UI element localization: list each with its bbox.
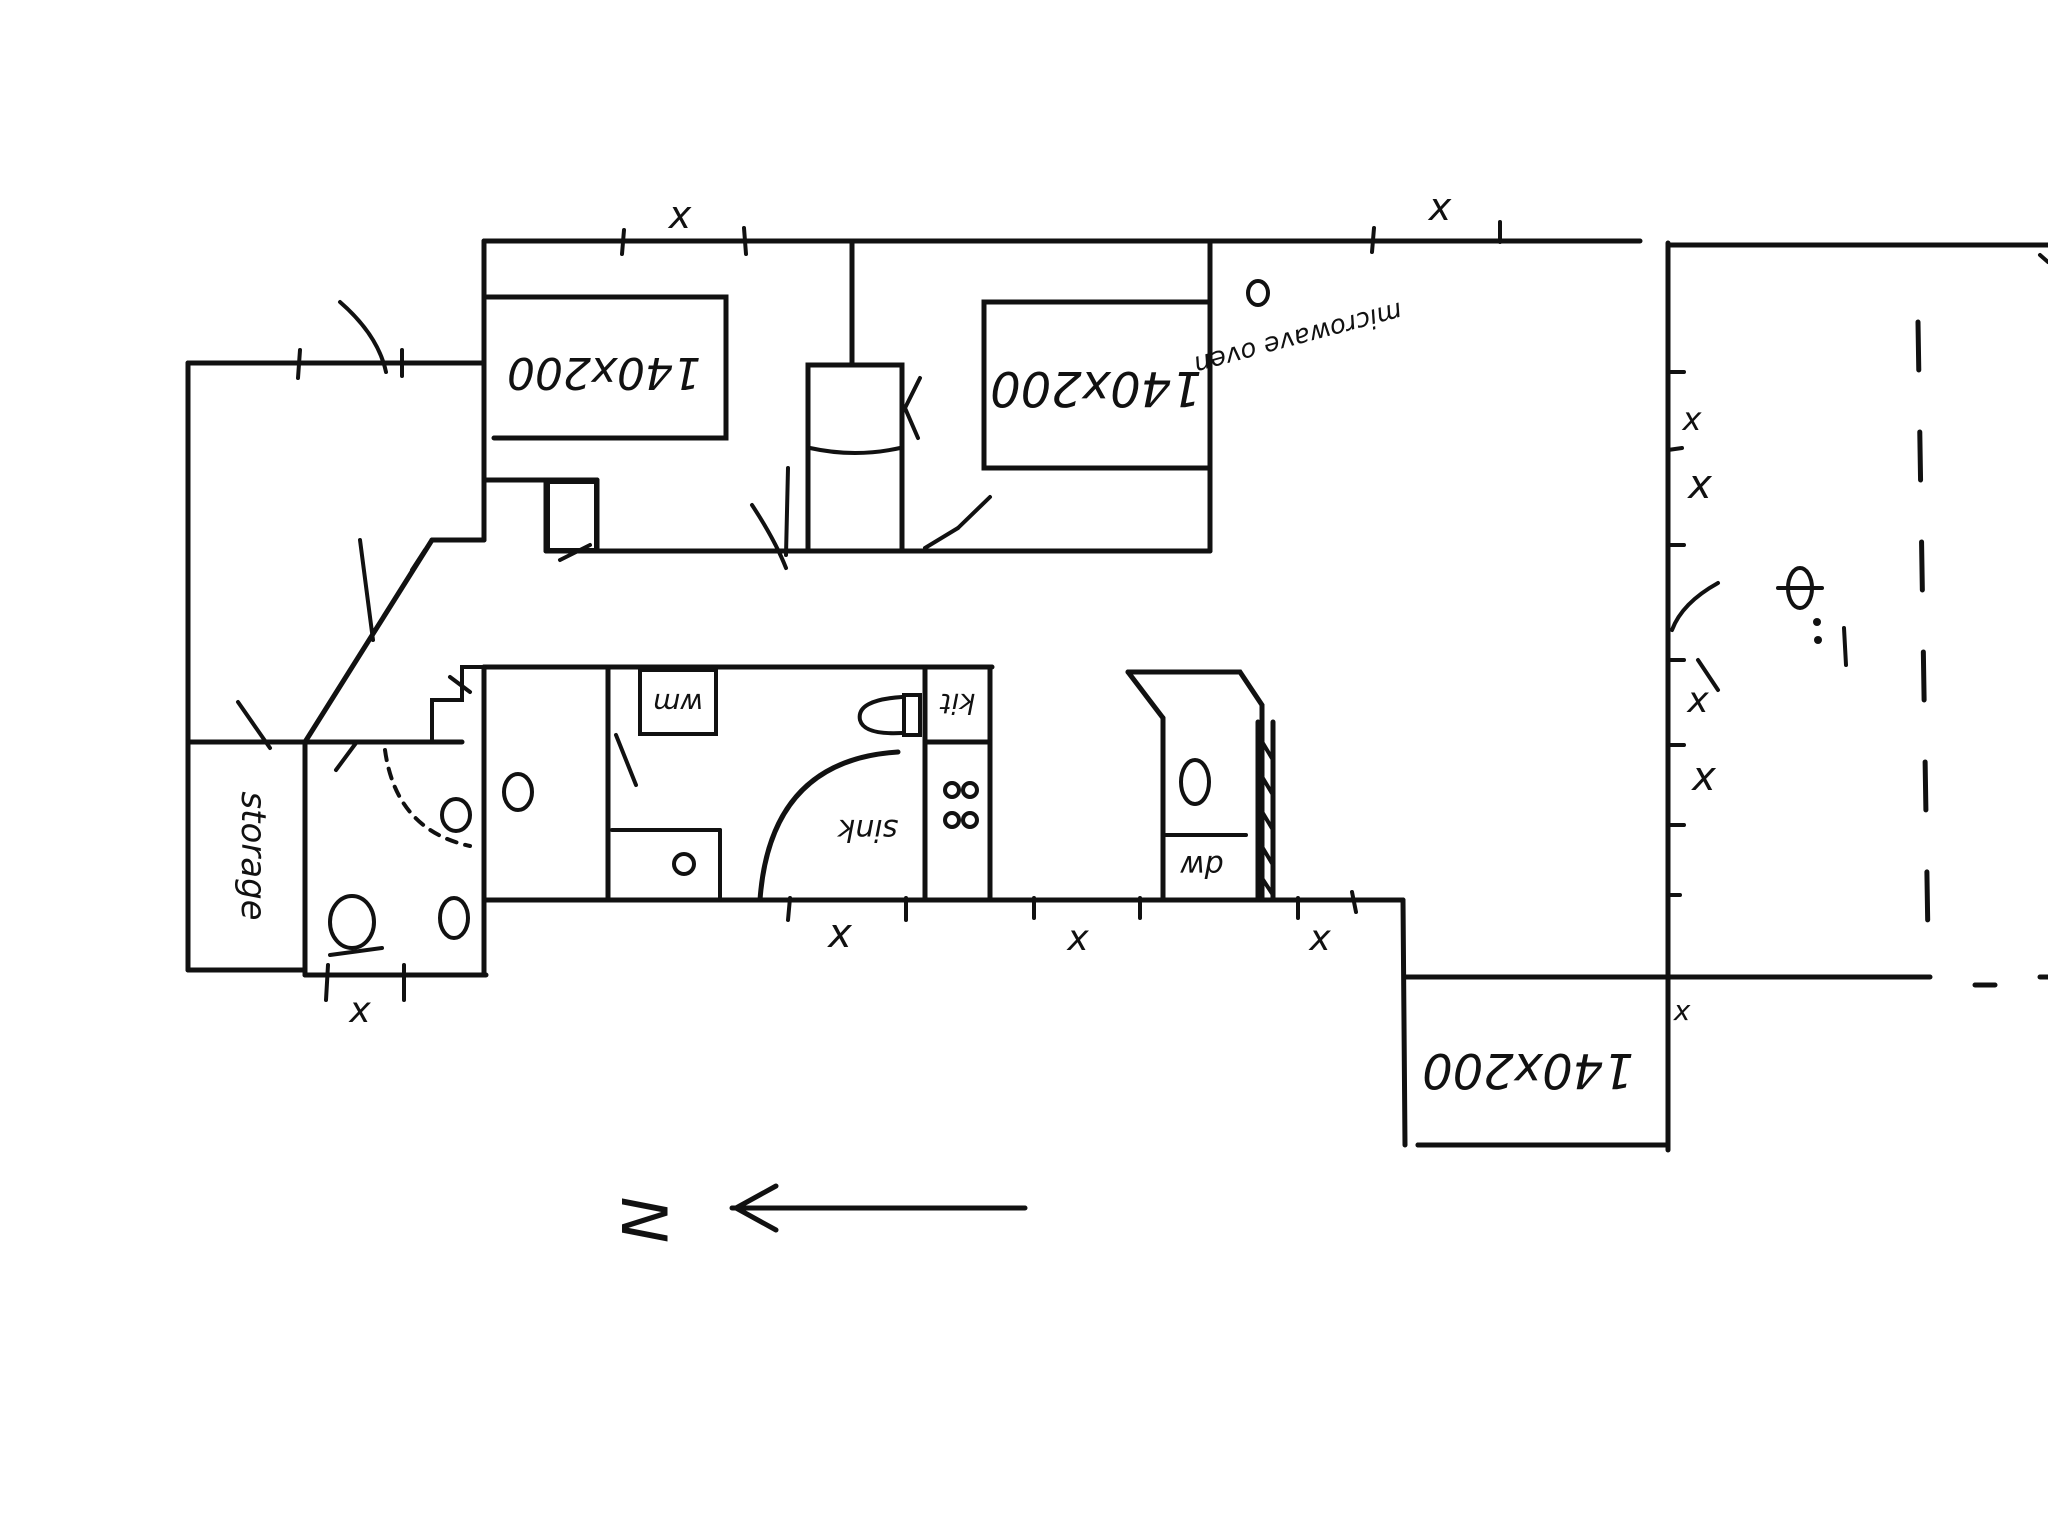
storage-label: storage bbox=[233, 791, 273, 920]
window-mark-11: x bbox=[348, 990, 371, 1031]
right-room-dashed-line bbox=[1915, 253, 2048, 943]
bed-3-label: 140x200 bbox=[1422, 1042, 1634, 1098]
north-arrow: N bbox=[607, 1183, 1028, 1243]
window-mark-5: x bbox=[1308, 918, 1331, 959]
window-mark-1: x bbox=[668, 193, 692, 237]
bed-3: 140x200 bbox=[1415, 1042, 1668, 1148]
bed-2-label: 140x200 bbox=[990, 360, 1202, 416]
window-mark-9: x bbox=[1690, 754, 1716, 800]
window-mark-7: x bbox=[1686, 680, 1709, 721]
kitchen-counter bbox=[1125, 669, 1276, 903]
door-swings bbox=[236, 300, 1720, 787]
dishwasher-label: dw bbox=[1180, 848, 1224, 883]
window-mark-3: x bbox=[826, 911, 852, 957]
microwave-oven-label: microwave oven bbox=[1191, 296, 1406, 380]
window-marks: x x x x x x x x x x x bbox=[296, 185, 1716, 1031]
bed-2: 140x200 bbox=[981, 299, 1211, 471]
bed-1: 140x200 bbox=[484, 294, 729, 441]
north-label: N bbox=[607, 1197, 680, 1243]
window-mark-10: x bbox=[1673, 994, 1691, 1027]
window-mark-8: x bbox=[1682, 400, 1703, 438]
window-mark-6: x bbox=[1686, 462, 1712, 508]
sink-label: sink bbox=[836, 812, 898, 847]
bed-1-label: 140x200 bbox=[507, 347, 701, 398]
window-mark-4: x bbox=[1066, 918, 1089, 959]
window-mark-2: x bbox=[1428, 185, 1452, 229]
washing-machine-label: wm bbox=[653, 687, 703, 720]
kitchen-label: kit bbox=[939, 687, 975, 720]
bathroom-kitchen-walls bbox=[383, 664, 995, 978]
